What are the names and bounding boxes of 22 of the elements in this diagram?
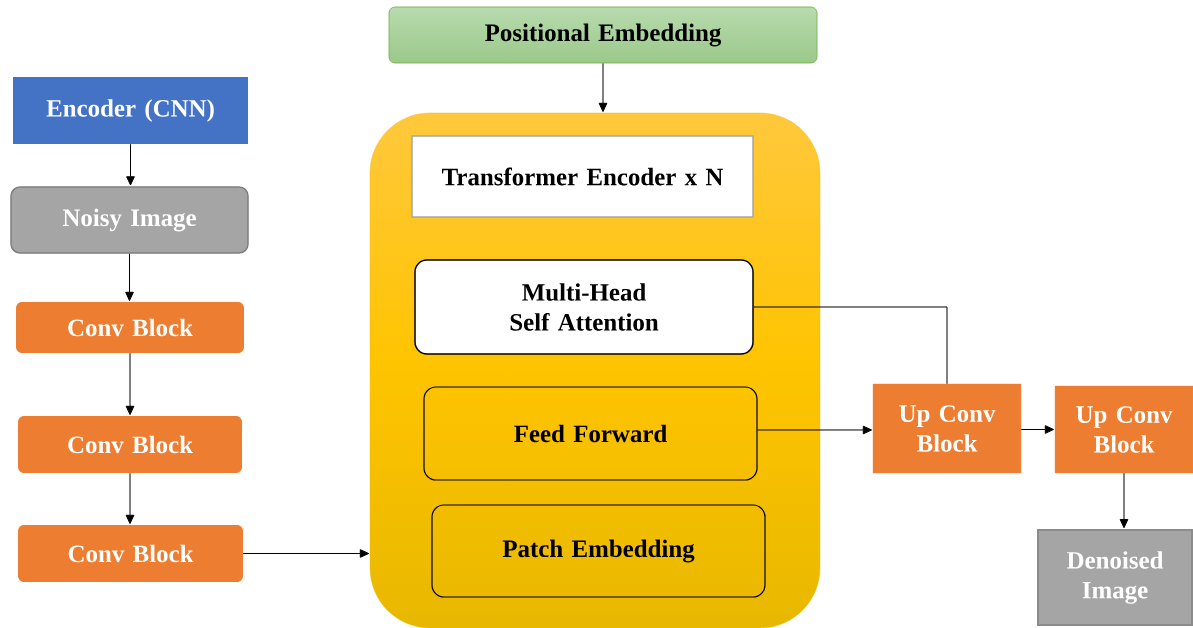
conv-block: Conv Block: [16, 302, 244, 353]
arrow: [1119, 472, 1129, 529]
patch-embedding-box: Patch Embedding: [431, 504, 766, 598]
image-box: Denoised Image: [1037, 529, 1193, 626]
image-box: Noisy Image: [10, 186, 249, 254]
arrow: [598, 62, 608, 113]
arrow: [125, 352, 135, 416]
arrow: [1020, 425, 1055, 434]
attention-box: Multi-Head Self Attention: [414, 259, 754, 355]
conv-block: Conv Block: [18, 525, 243, 582]
arrow: [125, 472, 135, 525]
encoder-box: Encoder (CNN): [13, 77, 248, 144]
arrow: [242, 549, 370, 558]
transformer-title-box: Transformer Encoder x N: [411, 135, 754, 218]
embedding-box: Positional Embedding: [388, 6, 818, 64]
arrow: [757, 425, 873, 435]
conv-block: Conv Block: [18, 416, 242, 473]
feed-forward-box: Feed Forward: [423, 386, 758, 481]
arrow: [125, 253, 134, 302]
up-conv-block: Up Conv Block: [1054, 385, 1193, 474]
arrow: [126, 143, 135, 186]
up-conv-block: Up Conv Block: [872, 383, 1022, 474]
